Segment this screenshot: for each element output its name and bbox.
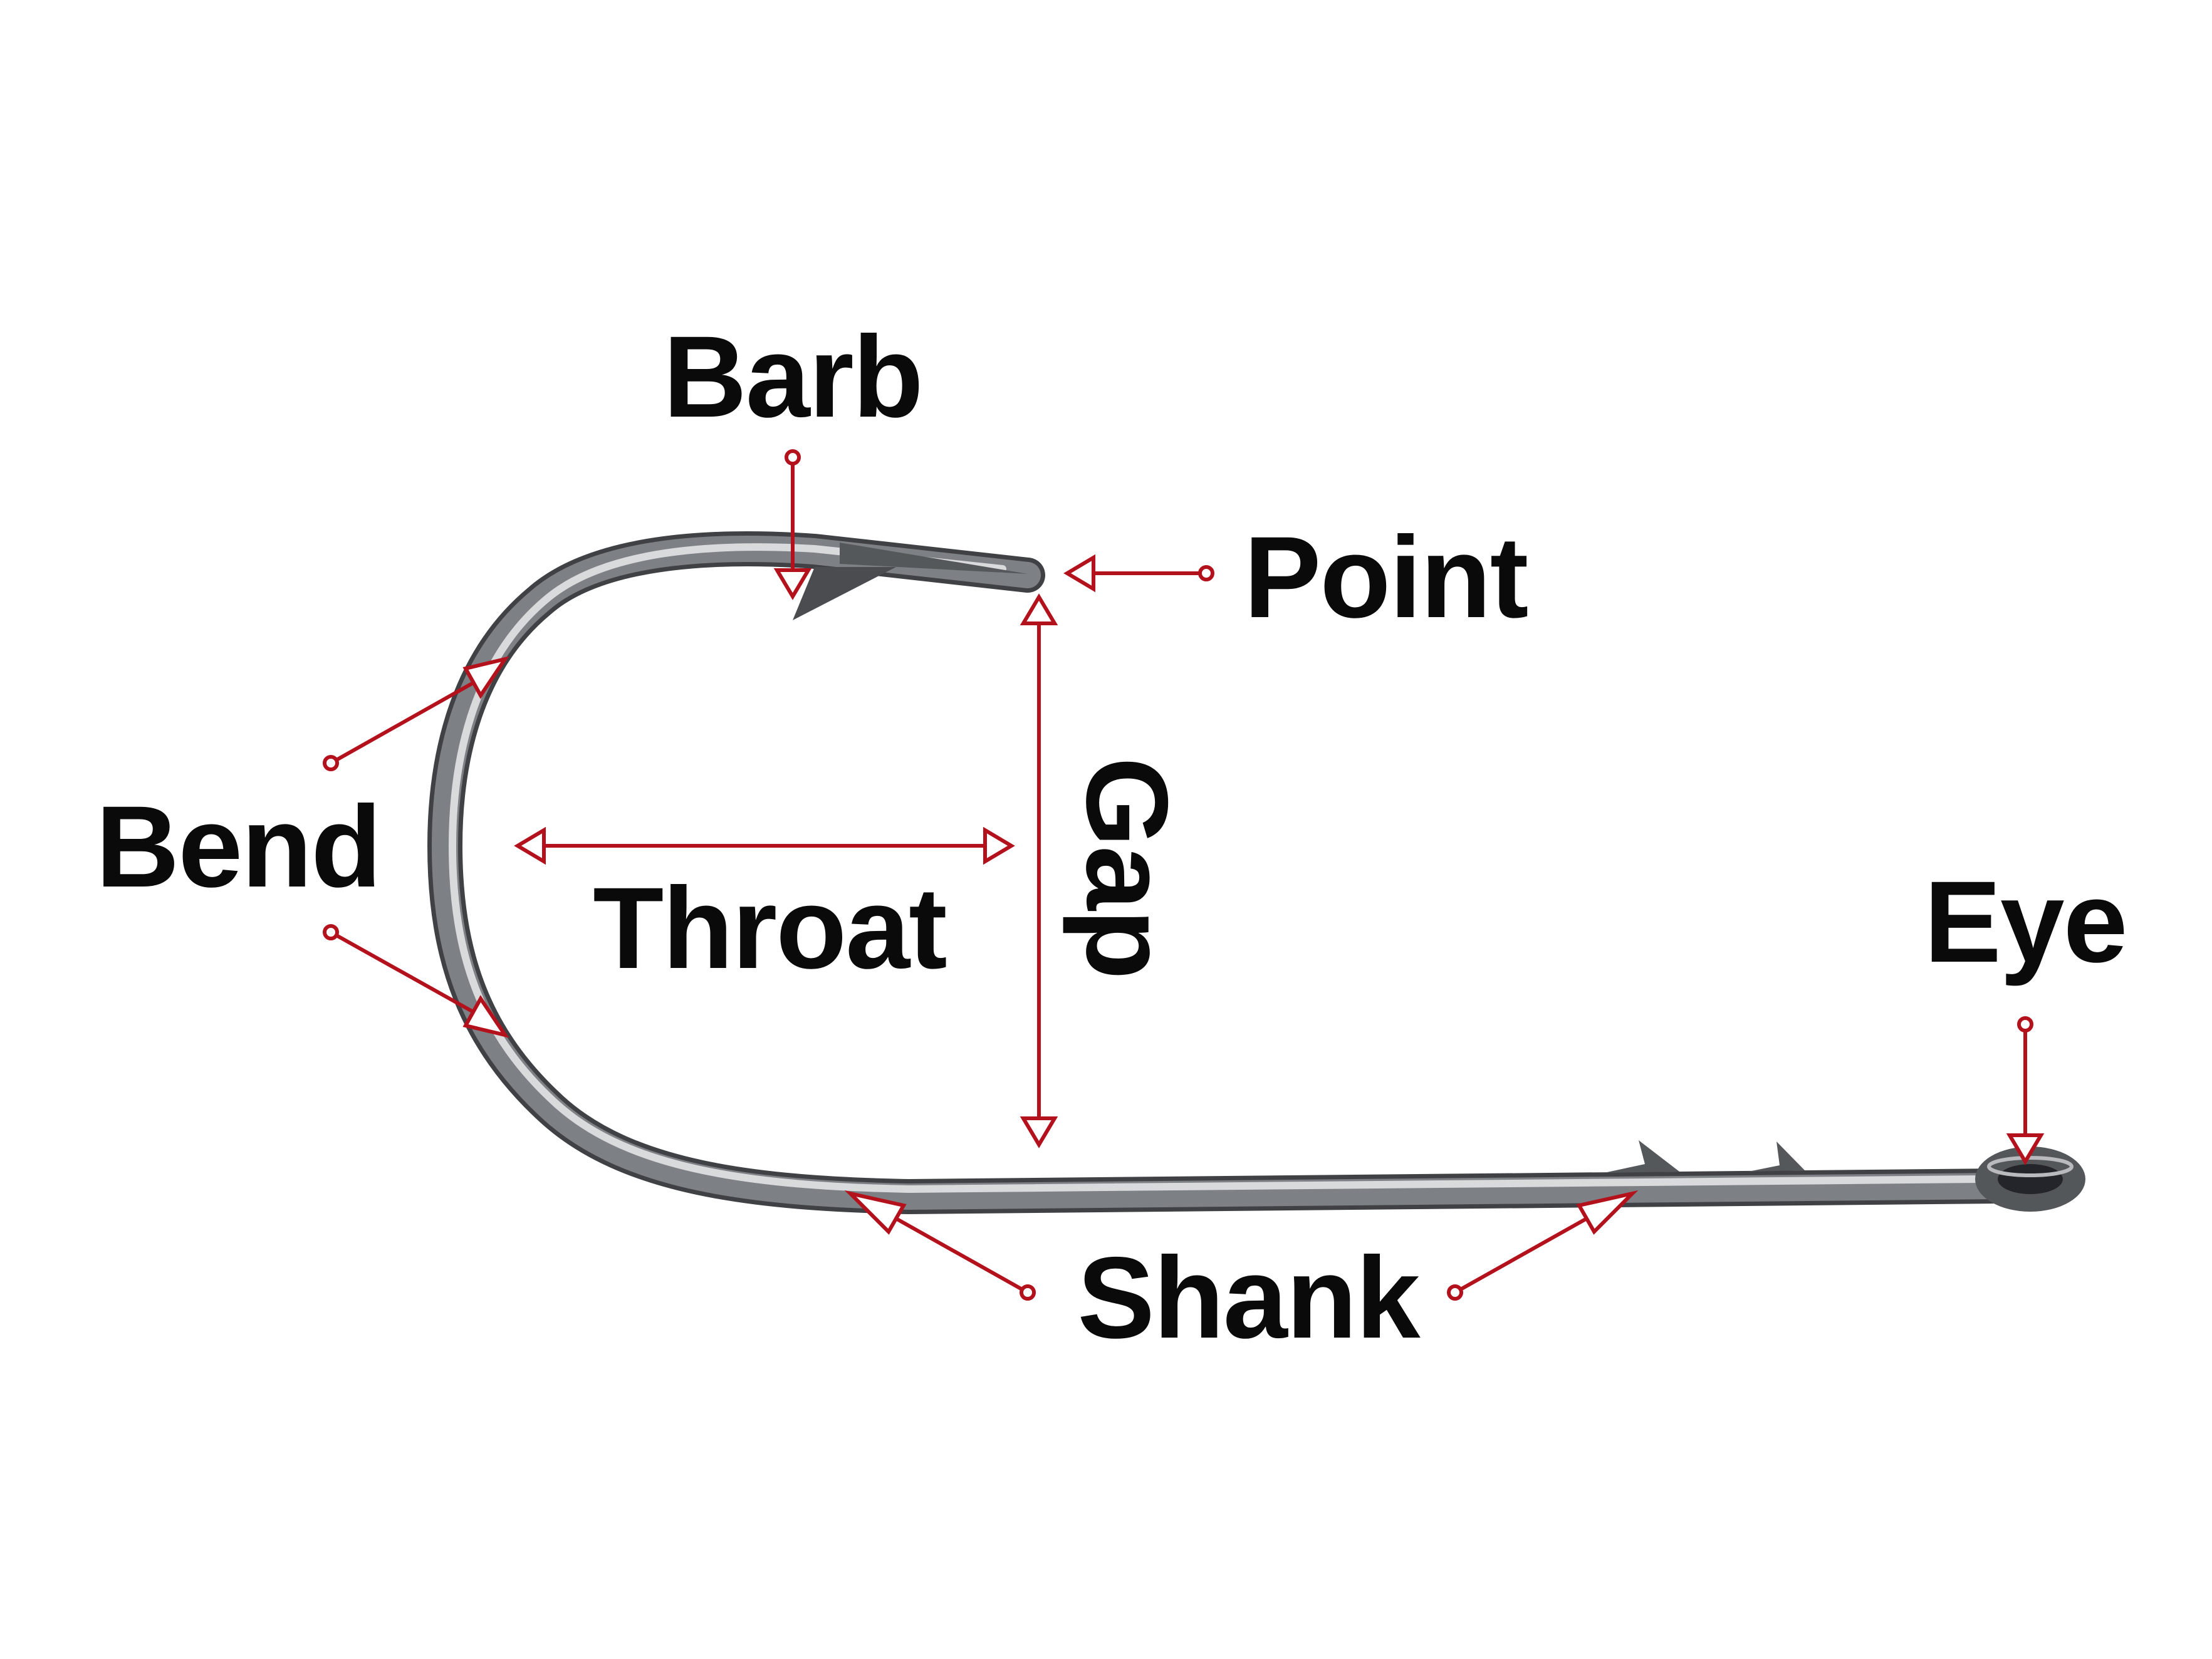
bend-lower-pin-icon	[323, 924, 339, 940]
shank-barb-shape-1	[1604, 1140, 1679, 1173]
eye-annotation	[2006, 1016, 2045, 1165]
throat-label: Throat	[593, 864, 946, 993]
hook-wire-highlight	[448, 543, 1984, 1194]
fish-hook	[427, 531, 2085, 1215]
point-label: Point	[1244, 513, 1528, 642]
gap-top-arrowhead-icon	[1020, 593, 1058, 625]
bend-label: Bend	[96, 783, 381, 912]
point-annotation	[1063, 554, 1214, 593]
hook-eye-highlight	[1987, 1156, 2074, 1177]
throat-right-arrowhead-icon	[983, 826, 1015, 865]
shank-right-arrowhead-icon	[1576, 1190, 1639, 1235]
hook-eye-hole	[1998, 1164, 2063, 1194]
eye-pin-icon	[2017, 1016, 2033, 1032]
hook-point-shape	[840, 543, 1028, 574]
barb-label: Barb	[663, 313, 922, 442]
point-pin-icon	[1198, 565, 1214, 581]
shank-right-pin-icon	[1447, 1284, 1463, 1301]
bend-annotation	[323, 656, 509, 1038]
hook-barb-shape	[793, 567, 896, 620]
eye-arrowhead-icon	[2006, 1133, 2045, 1165]
shank-barb-shape-2	[1748, 1142, 1805, 1172]
eye-label: Eye	[1924, 858, 2126, 987]
shank-left-arrowhead-icon	[844, 1190, 907, 1235]
gap-annotation	[1020, 593, 1058, 1148]
shank-label: Shank	[1077, 1234, 1421, 1363]
point-arrowhead-icon	[1063, 554, 1095, 593]
shank-annotation	[844, 1190, 1639, 1301]
bend-upper-pin-icon	[323, 755, 339, 771]
barb-annotation	[773, 449, 812, 600]
barb-arrowhead-icon	[773, 568, 812, 600]
throat-annotation	[514, 826, 1015, 865]
gap-label: Gap	[1062, 757, 1191, 979]
bend-lower-arrowhead-icon	[462, 995, 509, 1038]
gap-bottom-arrowhead-icon	[1020, 1116, 1058, 1148]
bend-upper-arrowhead-icon	[462, 656, 509, 699]
throat-left-arrowhead-icon	[514, 826, 546, 865]
shank-left-pin-icon	[1020, 1284, 1036, 1301]
barb-pin-icon	[785, 449, 801, 465]
